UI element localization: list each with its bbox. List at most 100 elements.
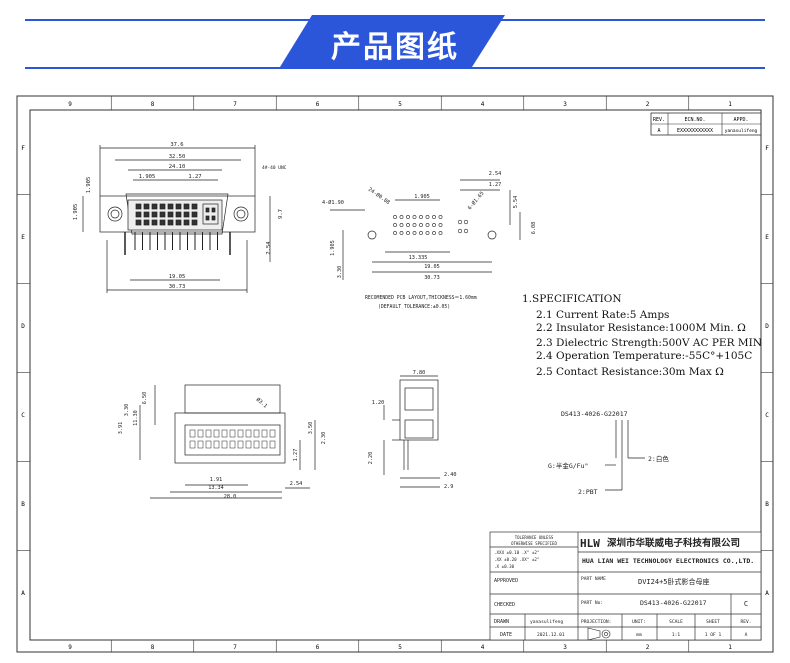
row-marker: A	[765, 590, 769, 597]
contact-slot	[213, 429, 220, 438]
unit-label: UNIT:	[632, 619, 646, 625]
dim-label: 1.27	[293, 449, 299, 462]
contact-slot	[261, 440, 268, 449]
contact-pin	[135, 219, 142, 226]
pcb-hole	[406, 223, 410, 227]
contact-pin	[151, 219, 158, 226]
pcb-hole	[412, 223, 417, 227]
pcb-layout-labels: 4-Ø1.90 24-Ø0.88 1.905 2.54 1.27 5.54 6-…	[322, 171, 537, 310]
dim-label: 11.30	[133, 410, 139, 426]
pcb-hole	[419, 231, 423, 235]
contact-slot	[269, 429, 276, 438]
unit-value: mm	[636, 633, 642, 638]
company-name-cn: 深圳市华联威电子科技有限公司	[607, 537, 740, 549]
pcb-hole	[432, 231, 436, 235]
date-value: 2021.12.01	[537, 632, 565, 638]
callout-plating: G:半金G/Fu"	[548, 461, 588, 470]
callout-part-number: DS413-4026-G22017	[561, 410, 628, 418]
contact-slot	[253, 429, 260, 438]
contact-pin	[135, 211, 142, 218]
column-marker: 6	[316, 644, 320, 651]
tolerance-row: .X ±0.30	[494, 564, 515, 569]
dim-label: 1.905	[414, 194, 430, 200]
contact-pin	[175, 211, 182, 218]
front-view	[82, 145, 271, 293]
contact-pin	[183, 211, 190, 218]
part-rev-value: C	[744, 600, 748, 608]
scale-value: 1:1	[672, 632, 681, 638]
dim-label: 19.05	[169, 274, 186, 280]
dim-label: 24-Ø0.88	[367, 186, 391, 206]
row-marker: F	[21, 145, 25, 152]
column-marker: 7	[233, 644, 237, 651]
contact-pin	[151, 211, 158, 218]
contact-pin	[143, 211, 150, 218]
dim-label: 3.91	[118, 422, 124, 435]
contact-slot	[221, 440, 228, 449]
ecn-header: ECN.NO.	[684, 117, 705, 123]
checked-label: CHECKED	[494, 602, 515, 608]
contact-slot	[229, 429, 236, 438]
part-callout	[605, 420, 645, 491]
dim-label: 2.30	[321, 432, 327, 445]
dim-label: 13.335	[409, 255, 428, 261]
side-view	[383, 375, 440, 488]
bottom-view	[139, 384, 316, 499]
pcb-note-line2: (DEFAULT TOLERANCE:±0.05)	[378, 304, 450, 310]
banner-title: 产品图纸	[331, 30, 459, 65]
ecn-value: EXXXXXXXXXXX	[677, 128, 713, 134]
dim-label: 2.54	[290, 481, 303, 487]
page-banner: 产品图纸	[0, 0, 790, 82]
contact-slot	[221, 429, 228, 438]
contact-pin	[175, 219, 182, 226]
contact-pin	[205, 215, 210, 221]
row-marker: B	[765, 501, 769, 508]
contact-slot	[245, 429, 252, 438]
pcb-hole	[432, 223, 436, 227]
contact-pin	[159, 203, 166, 210]
pcb-hole	[438, 231, 443, 235]
contact-pin	[191, 211, 198, 218]
dim-label: 2.20	[368, 452, 374, 465]
pcb-hole	[419, 215, 423, 219]
column-marker: 2	[646, 101, 650, 108]
drawn-value: yanasulifeng	[530, 619, 563, 625]
spec-item: 2.4 Operation Temperature:-55C°+105C	[536, 350, 753, 362]
row-marker: E	[21, 234, 25, 241]
rev-value-bottom: A	[745, 632, 748, 638]
bottom-view-labels: 6.50 3.30 11.30 3.91 Ø3.1 1.27 3.50 2.30…	[118, 392, 327, 500]
pcb-hole	[425, 223, 430, 227]
pcb-hole	[406, 231, 410, 235]
column-marker: 3	[563, 101, 567, 108]
callout-color: 2:白色	[648, 454, 669, 463]
contact-pin	[159, 211, 166, 218]
inner-frame	[29, 109, 762, 641]
pcb-hole	[438, 215, 443, 219]
contact-pin	[167, 203, 174, 210]
tolerance-header1: TOLERANCE UNLESS	[515, 535, 554, 540]
column-marker: 4	[481, 101, 485, 108]
pcb-hole	[457, 228, 463, 234]
contact-pin	[211, 215, 216, 221]
contact-pin	[183, 203, 190, 210]
rev-label: REV.	[740, 619, 751, 625]
dim-label: 1.27	[188, 174, 201, 180]
dim-label: 3.50	[308, 422, 314, 435]
appd-header: APPD.	[733, 117, 748, 123]
contact-slot	[269, 440, 276, 449]
contact-slot	[205, 429, 212, 438]
spec-item: 2.1 Current Rate:5 Amps	[536, 309, 670, 321]
column-marker: 9	[68, 101, 72, 108]
projection-symbol-icon	[587, 627, 611, 641]
column-marker: 1	[728, 644, 732, 651]
contact-slot	[261, 429, 268, 438]
column-marker: 1	[728, 101, 732, 108]
date-label: DATE	[500, 632, 512, 638]
side-view-labels: 7.80 1.20 2.20 2.40 2.9	[368, 370, 457, 490]
dim-label: 1.905	[73, 204, 79, 221]
row-marker: D	[765, 323, 769, 330]
contact-pin	[205, 207, 210, 213]
dim-label: 24.10	[169, 164, 186, 170]
pcb-hole	[457, 219, 463, 225]
